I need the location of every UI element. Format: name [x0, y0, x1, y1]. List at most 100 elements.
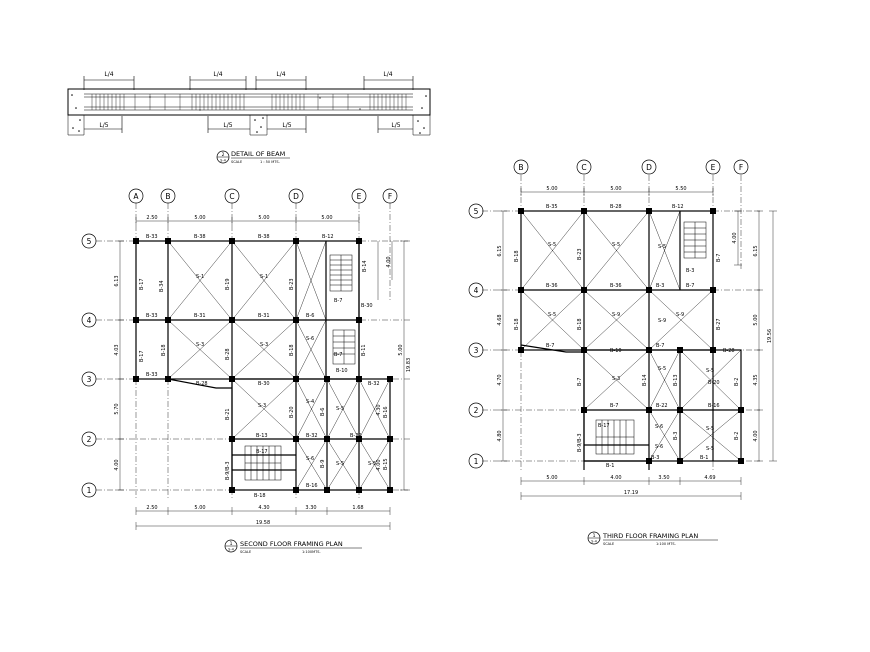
dim-text: 3.50 [658, 475, 669, 481]
grid-row-label: 2 [474, 406, 479, 415]
slab-label: S-5 [658, 244, 666, 250]
beam-label: B-19 [225, 278, 231, 290]
beam-label: B-23 [289, 278, 295, 290]
beam-label: B-35 [546, 204, 558, 210]
beam-detail-title-block: 2 S-4 DETAIL OF BEAM SCALE 1 : 50 MTS. [216, 150, 290, 164]
beam-bottom-dim: L/5 [223, 122, 232, 129]
beam-label: B-13 [673, 374, 679, 386]
stair [244, 254, 356, 481]
dimension-texts: 2.50 5.00 5.00 5.00 2.50 5.00 4.30 3.30 … [114, 215, 412, 526]
beam-label: B-12 [322, 234, 334, 240]
beam-label: B-9/B-3 [577, 433, 583, 452]
dim-text: 4.69 [704, 475, 715, 481]
slab-label: S-3 [258, 403, 266, 409]
slab-label: S-5 [368, 461, 376, 467]
grid-row-label: 4 [474, 286, 479, 295]
slab-labels: S-1 S-1 S-3 S-3 S-3 S-4 S-5 S-6 S-6 S-5 … [196, 274, 376, 467]
ref-number: 2 [222, 152, 225, 158]
beam-label: B-33 [146, 372, 158, 378]
dim-text: 6.15 [497, 245, 503, 256]
beam-label: B-3 [651, 455, 659, 461]
slab-label: S-5 [612, 242, 620, 248]
beam-label: B-30 [361, 303, 373, 309]
beam-label: B-23 [577, 248, 583, 260]
dim-text: 5.00 [194, 505, 205, 511]
beam-label: B-30 [258, 381, 270, 387]
ref-sheet: S-4 [228, 548, 234, 552]
slab-label: S-6 [306, 456, 314, 462]
beam-label: B-28 [610, 204, 622, 210]
grid-col-label: F [388, 192, 392, 201]
dim-text: 5.00 [398, 344, 404, 355]
ref-number: 1 [593, 533, 596, 539]
grid-col-label: B [165, 192, 170, 201]
dim-text: 4.00 [386, 256, 392, 267]
beam-label: B-18 [577, 318, 583, 330]
ref-sheet: S-4 [220, 159, 226, 163]
third-floor-plan: B C D E F 5 4 3 2 1 [468, 159, 777, 546]
beam-label: B-38 [258, 234, 270, 240]
beam-label: B-27 [716, 318, 722, 330]
beam-label: B-28 [196, 381, 208, 387]
dim-text: 5.00 [610, 186, 621, 192]
beam-label: B-20 [708, 380, 720, 386]
dim-text: 4.00 [114, 459, 120, 470]
second-floor-title: SECOND FLOOR FRAMING PLAN [240, 540, 343, 548]
grid-col-label: F [739, 163, 743, 172]
slab-label: S-5 [336, 461, 344, 467]
dim-text: 4.00 [753, 430, 759, 441]
dim-text: 5.00 [194, 215, 205, 221]
beam-bottom-dim: L/5 [99, 122, 108, 129]
slab-label: S-5 [548, 242, 556, 248]
dim-text: 5.00 [546, 186, 557, 192]
dim-text: 4.68 [497, 314, 503, 325]
beam-label: B-16 [383, 406, 389, 418]
beam-label: B-20 [289, 406, 295, 418]
beam-label: B-7 [546, 343, 554, 349]
beam-label: B-1 [700, 455, 708, 461]
beam-label: B-33 [146, 313, 158, 319]
beam-label: B-28 [723, 348, 735, 354]
dim-text: 4.30 [258, 505, 269, 511]
dim-text: 4.03 [114, 344, 120, 355]
dimension-texts: 5.00 5.00 5.50 5.00 4.00 3.50 4.69 17.19… [497, 186, 773, 496]
beam-label: B-31 [258, 313, 270, 319]
dim-text: 4.00 [376, 459, 382, 470]
dim-text: 3.30 [305, 505, 316, 511]
dim-text: 5.50 [675, 186, 686, 192]
beam-labels: B-35 B-28 B-12 B-18 B-23 B-7 B-3 B-36 B-… [514, 204, 740, 469]
second-floor-plan: A B C D E F 5 4 3 2 1 [81, 188, 412, 554]
grid-row-label: 3 [474, 346, 479, 355]
slab-label: S-5 [706, 426, 714, 432]
dim-text: 4.00 [732, 232, 738, 243]
slab-label: S-6 [655, 444, 663, 450]
beam-label: B-7 [577, 378, 583, 386]
beam-label: B-7 [334, 298, 342, 304]
dim-text: 5.00 [546, 475, 557, 481]
beam-bottom-dim: L/5 [282, 122, 291, 129]
beam-top-dim: L/4 [213, 71, 222, 78]
beam-label: B-21 [225, 408, 231, 420]
third-floor-title-block: 1 S-4 THIRD FLOOR FRAMING PLAN SCALE 1:1… [587, 531, 718, 546]
beam-label: B-17 [139, 350, 145, 362]
grid-col-label: D [646, 163, 652, 172]
dim-text: 2.50 [146, 215, 157, 221]
grid-col-label: A [133, 192, 139, 201]
beam-label: B-36 [546, 283, 558, 289]
grid-col-label: C [229, 192, 234, 201]
slab-label: S-6 [655, 424, 663, 430]
beam-label: B-6 [320, 408, 326, 416]
beam-label: B-17 [139, 278, 145, 290]
dim-total: 19.56 [767, 329, 773, 343]
slab-label: S-4 [306, 399, 314, 405]
beam-labels: B-33 B-38 B-38 B-12 B-17 B-34 B-19 B-23 … [139, 234, 389, 499]
beam-label: B-32 [306, 433, 318, 439]
grid-row-label: 3 [87, 375, 92, 384]
columns [133, 238, 393, 493]
beam-label: B-10 [610, 348, 622, 354]
grid-row-label: 5 [474, 207, 479, 216]
dimension-lines [499, 188, 777, 500]
beam-label: B-13 [256, 433, 268, 439]
beam-label: B-7 [610, 403, 618, 409]
grid-col-label: D [293, 192, 299, 201]
